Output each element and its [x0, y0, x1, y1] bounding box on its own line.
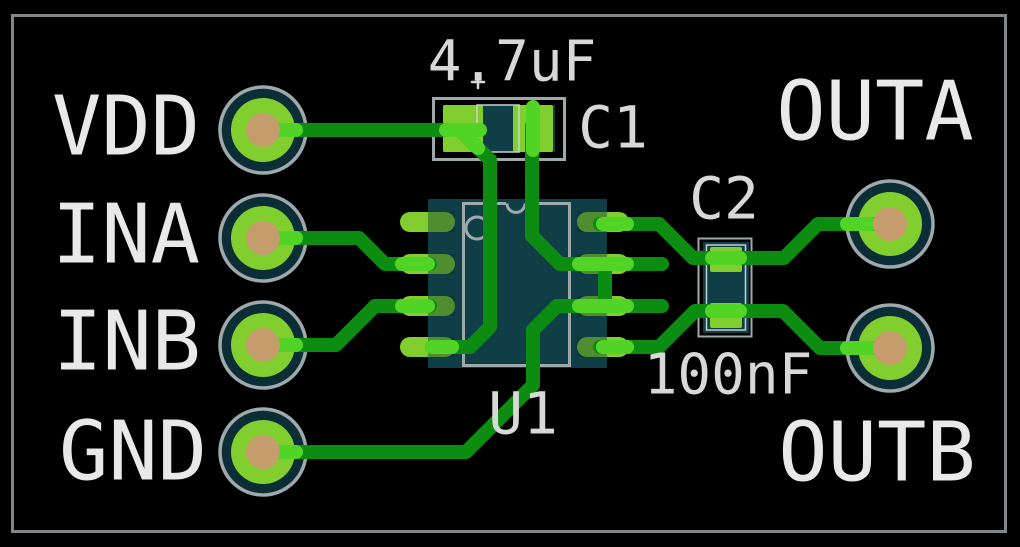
- label-outa[interactable]: OUTA: [776, 64, 974, 160]
- pad-gnd-hole: [246, 435, 280, 469]
- trace-pad-highlights: [273, 100, 879, 459]
- label-c1-ref[interactable]: C1: [578, 93, 648, 162]
- label-ina[interactable]: INA: [51, 187, 201, 283]
- c1-polarity-mark: [470, 74, 486, 90]
- pad-holes: [246, 113, 907, 469]
- label-u1-ref[interactable]: U1: [488, 379, 558, 448]
- pad-ina-hole: [246, 221, 280, 255]
- u1-pad-1[interactable]: [400, 212, 455, 232]
- u1-pad-1-shade: [428, 212, 455, 232]
- pad-outa-hole: [873, 207, 907, 241]
- pad-vdd-hole: [246, 113, 280, 147]
- label-c2-value[interactable]: 100nF: [643, 342, 813, 408]
- u1-notch-mask: [506, 200, 527, 206]
- pad-inb-hole: [246, 328, 280, 362]
- pad-entry-highlights: [273, 100, 879, 459]
- label-vdd[interactable]: VDD: [51, 79, 201, 175]
- board-outline: [11, 14, 1007, 533]
- label-c1-value[interactable]: 4.7uF: [427, 29, 597, 95]
- c2-courtyard-outline: [697, 237, 753, 338]
- pad-outb-hole: [873, 331, 907, 365]
- label-gnd[interactable]: GND: [58, 404, 208, 500]
- u1-notch: [505, 203, 527, 214]
- label-c2-ref[interactable]: C2: [689, 164, 759, 233]
- c2-body-edge: [705, 244, 747, 331]
- label-outb[interactable]: OUTB: [778, 405, 976, 501]
- u1-courtyard: [428, 199, 607, 368]
- label-inb[interactable]: INB: [52, 294, 202, 390]
